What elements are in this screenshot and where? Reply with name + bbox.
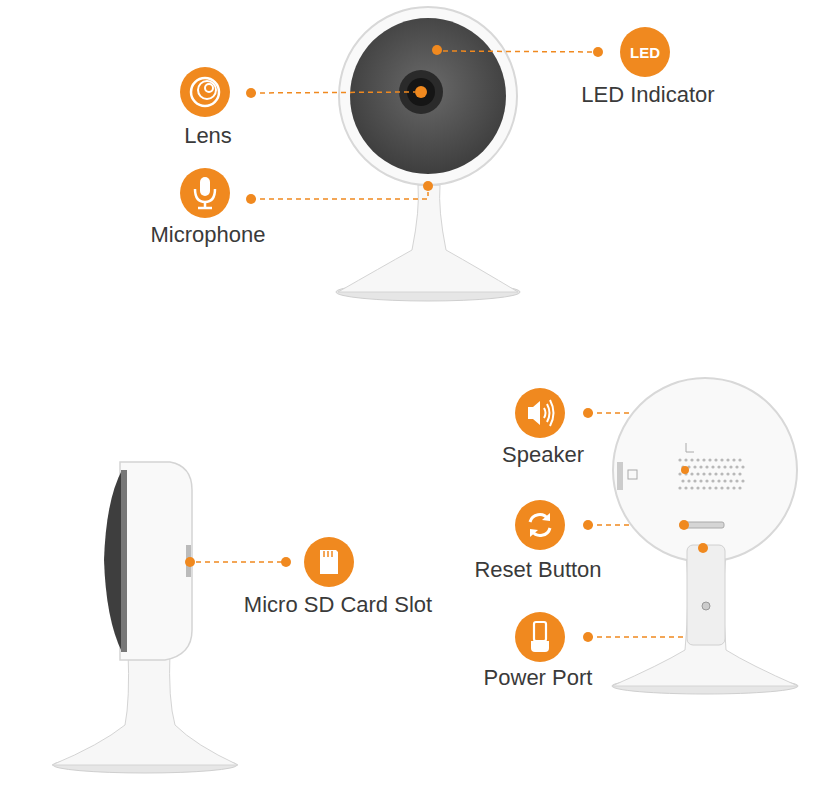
part-label: LED Indicator — [581, 83, 714, 107]
reset-icon — [515, 500, 565, 550]
part-label: Lens — [184, 124, 232, 148]
part-label: Power Port — [484, 666, 593, 690]
part-label: Micro SD Card Slot — [244, 593, 432, 617]
side-camera — [52, 462, 238, 773]
icon-text: LED — [630, 44, 660, 61]
back-camera — [612, 378, 798, 694]
power-port-icon — [515, 612, 565, 662]
part-label: Reset Button — [474, 558, 601, 582]
led-icon: LED — [620, 27, 670, 77]
part-label: Speaker — [502, 443, 584, 467]
speaker-icon — [515, 388, 565, 438]
sd-card-icon — [304, 537, 354, 587]
microphone-icon — [180, 168, 230, 218]
part-label: Microphone — [151, 223, 266, 247]
leader-lines — [196, 51, 703, 637]
lens-icon — [180, 67, 230, 117]
